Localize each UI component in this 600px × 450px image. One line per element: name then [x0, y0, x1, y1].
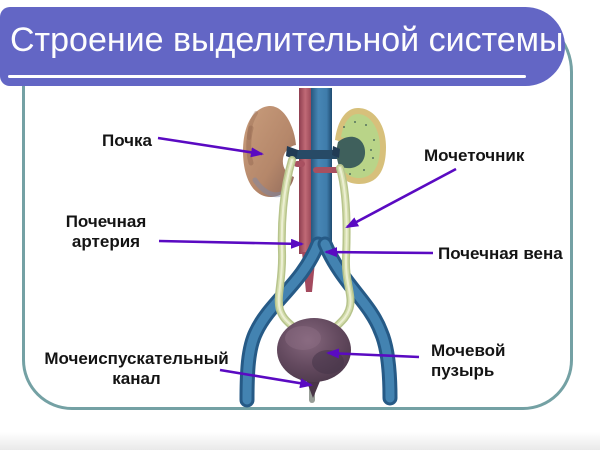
ureter-left-shape: [274, 156, 302, 336]
aorta-artery-shape: [299, 88, 313, 254]
renal-pelvis-shape: [336, 136, 366, 169]
bladder-shape: [277, 318, 351, 398]
renal-artery-branch-right-shape: [313, 167, 341, 173]
kidney-right-section-shape: [332, 107, 386, 184]
label-renal-artery: Почечная артерия: [65, 212, 147, 251]
label-bladder: Мочевой пузырь: [431, 341, 506, 380]
label-kidney: Почка: [101, 131, 152, 150]
renal-vein-band-shape: [289, 150, 343, 159]
iliac-vessel-right-shape: [317, 236, 398, 406]
arrow-kidney: [157, 136, 264, 158]
arrow-ureter: [345, 167, 457, 229]
arrow-urethra: [219, 368, 313, 389]
ureter-right-shape: [328, 164, 355, 336]
label-renal-vein: Почечная вена: [438, 244, 563, 263]
renal-artery-branch-left-shape: [294, 161, 305, 167]
label-ureter: Мочеточник: [424, 146, 525, 165]
kidney-left-shape: [243, 105, 298, 198]
page-title: Строение выделительной системы: [10, 21, 564, 59]
arrow-renal-vein: [324, 247, 434, 258]
title-banner: Строение выделительной системы: [0, 7, 565, 86]
arrow-bladder: [326, 348, 420, 359]
label-urethra-canal: Мочеиспускательный канал: [44, 349, 229, 388]
cortex-speckles: [343, 121, 375, 175]
arrow-renal-artery: [158, 238, 304, 249]
title-underline: [8, 75, 526, 78]
